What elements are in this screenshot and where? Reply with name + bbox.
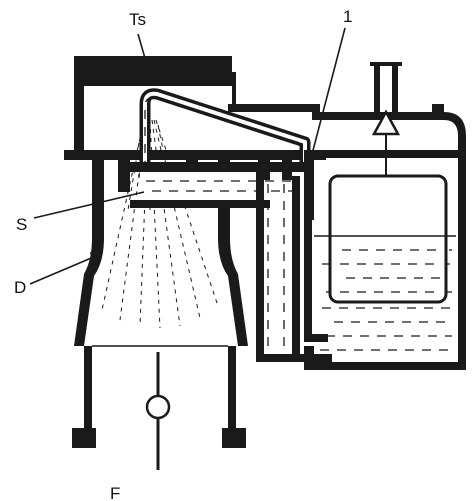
vent-pipe	[370, 62, 402, 176]
float	[328, 174, 448, 304]
throttle-body	[72, 345, 246, 448]
label-d: D	[14, 278, 26, 297]
label-1: 1	[343, 7, 352, 26]
label-ts: Ts	[129, 10, 146, 29]
throttle-valve	[145, 352, 171, 470]
label-s: S	[16, 215, 27, 234]
emulsion-well	[256, 162, 332, 362]
fuel-passage	[130, 160, 306, 208]
air-horn	[74, 56, 320, 150]
leader-lines	[29, 27, 346, 285]
body-flange	[64, 150, 464, 160]
label-f: F	[110, 484, 120, 501]
spray-tube	[139, 88, 311, 178]
